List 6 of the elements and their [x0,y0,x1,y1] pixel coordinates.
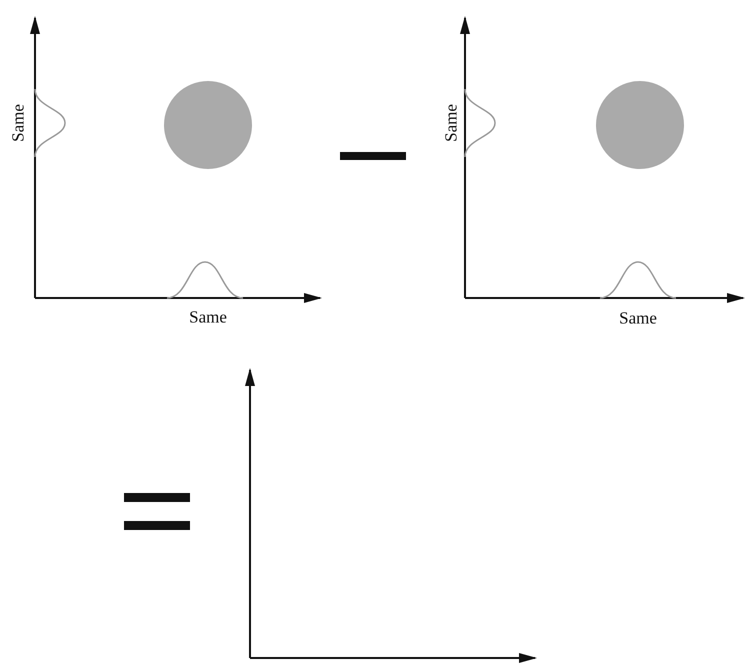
axis-label: Same [189,308,227,326]
filled-circle [164,81,252,169]
filled-circle [596,81,684,169]
axis-label: Same [10,104,26,142]
axis-label: Same [442,104,460,142]
axis-label: Same [619,310,657,326]
